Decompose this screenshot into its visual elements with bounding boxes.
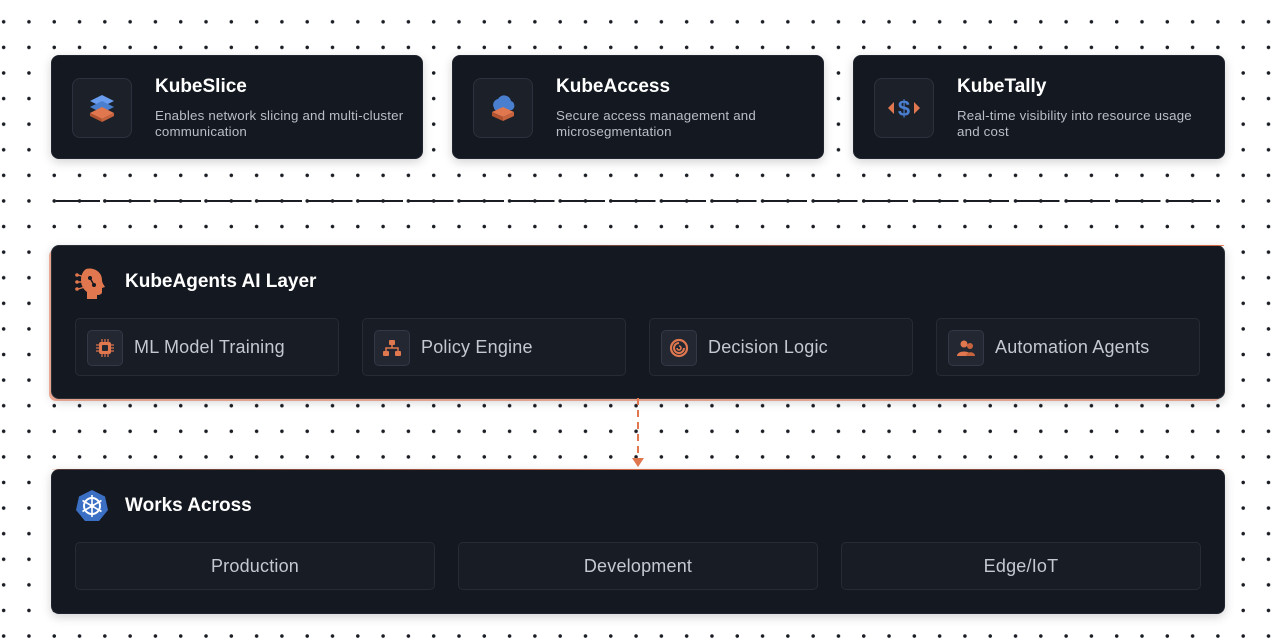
product-title: KubeSlice bbox=[155, 76, 247, 97]
component-label: Automation Agents bbox=[995, 337, 1150, 357]
product-title: KubeTally bbox=[957, 76, 1047, 97]
env-development[interactable]: Development bbox=[458, 542, 818, 590]
component-policy-engine[interactable]: Policy Engine bbox=[362, 318, 626, 376]
works-across-title: Works Across bbox=[125, 495, 252, 516]
component-ml-model-training[interactable]: ML Model Training bbox=[75, 318, 339, 376]
kubernetes-helm-icon bbox=[74, 488, 110, 529]
ai-head-icon bbox=[74, 266, 108, 305]
spiral-icon bbox=[661, 330, 697, 366]
product-card-kubeslice[interactable]: KubeSlice Enables network slicing and mu… bbox=[51, 55, 423, 159]
layers-icon bbox=[72, 78, 132, 138]
component-label: Decision Logic bbox=[708, 337, 828, 357]
product-description: Secure access management and microsegmen… bbox=[556, 108, 756, 139]
env-production[interactable]: Production bbox=[75, 542, 435, 590]
ai-layer-panel: KubeAgents AI Layer ML Model Training bbox=[51, 245, 1225, 399]
ai-layer-title: KubeAgents AI Layer bbox=[125, 271, 317, 292]
arrow-down-icon bbox=[632, 458, 644, 467]
product-card-kubeaccess[interactable]: KubeAccess Secure access management and … bbox=[452, 55, 824, 159]
product-description: Real-time visibility into resource usage… bbox=[957, 108, 1192, 139]
env-edge-iot[interactable]: Edge/IoT bbox=[841, 542, 1201, 590]
component-automation-agents[interactable]: Automation Agents bbox=[936, 318, 1200, 376]
works-across-panel: Works Across Production Development Edge… bbox=[51, 469, 1225, 614]
chip-icon bbox=[87, 330, 123, 366]
dashed-connector bbox=[637, 398, 639, 458]
dollar-code-icon: $ bbox=[874, 78, 934, 138]
users-icon bbox=[948, 330, 984, 366]
svg-text:$: $ bbox=[898, 96, 910, 121]
dashed-divider bbox=[56, 200, 1220, 202]
component-label: ML Model Training bbox=[134, 337, 285, 357]
cloud-stack-icon bbox=[473, 78, 533, 138]
product-description: Enables network slicing and multi-cluste… bbox=[155, 108, 404, 139]
component-label: Policy Engine bbox=[421, 337, 533, 357]
hierarchy-icon bbox=[374, 330, 410, 366]
component-decision-logic[interactable]: Decision Logic bbox=[649, 318, 913, 376]
product-card-kubetally[interactable]: $ KubeTally Real-time visibility into re… bbox=[853, 55, 1225, 159]
product-title: KubeAccess bbox=[556, 76, 671, 97]
